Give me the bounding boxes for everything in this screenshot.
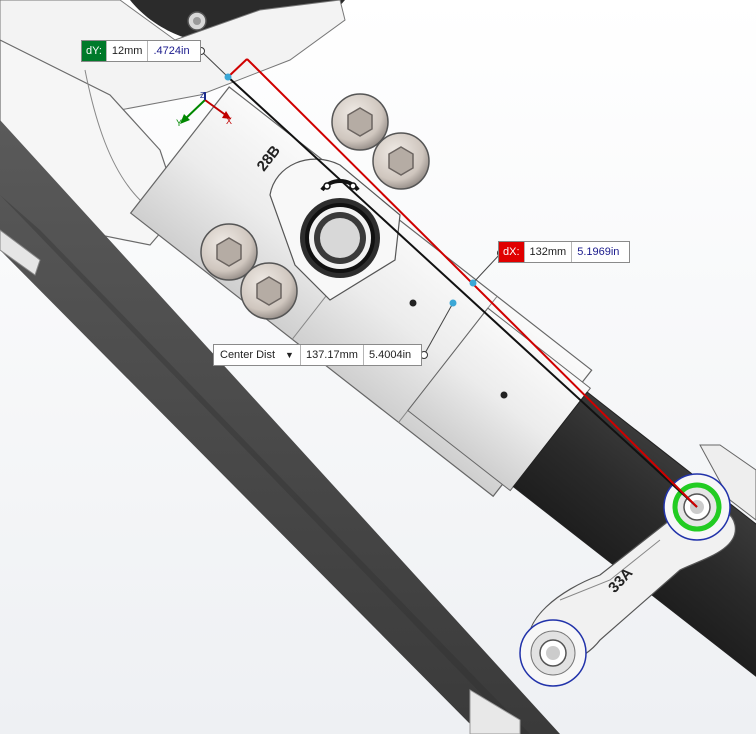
center-distance-imperial-value: 5.4004in [362,345,416,365]
dx-metric-value: 132mm [523,242,572,262]
dy-tag: dY: [82,41,106,61]
bolt [331,93,389,151]
coordinate-triad-icon: Y X Z [176,91,232,128]
dy-dimension-callout[interactable]: dY: 12mm .4724in [81,40,201,62]
bolt [240,262,298,320]
dx-tag: dX: [499,242,524,262]
center-distance-line [227,76,698,508]
dx-imperial-value: 5.1969in [571,242,624,262]
svg-text:X: X [226,116,232,126]
svg-text:Z: Z [200,91,205,100]
center-distance-metric-value: 137.17mm [299,345,363,365]
dy-imperial-value: .4724in [147,41,194,61]
dx-dimension-callout[interactable]: dX: 132mm 5.1969in [498,241,630,263]
chevron-down-icon[interactable]: ▼ [285,350,294,360]
dy-metric-value: 12mm [105,41,148,61]
svg-text:Y: Y [176,118,182,128]
center-distance-callout[interactable]: Center Dist ▼ 137.17mm 5.4004in [213,344,422,366]
bolt [200,223,258,281]
bolt [372,132,430,190]
center-distance-mode-label: Center Dist [220,349,276,361]
